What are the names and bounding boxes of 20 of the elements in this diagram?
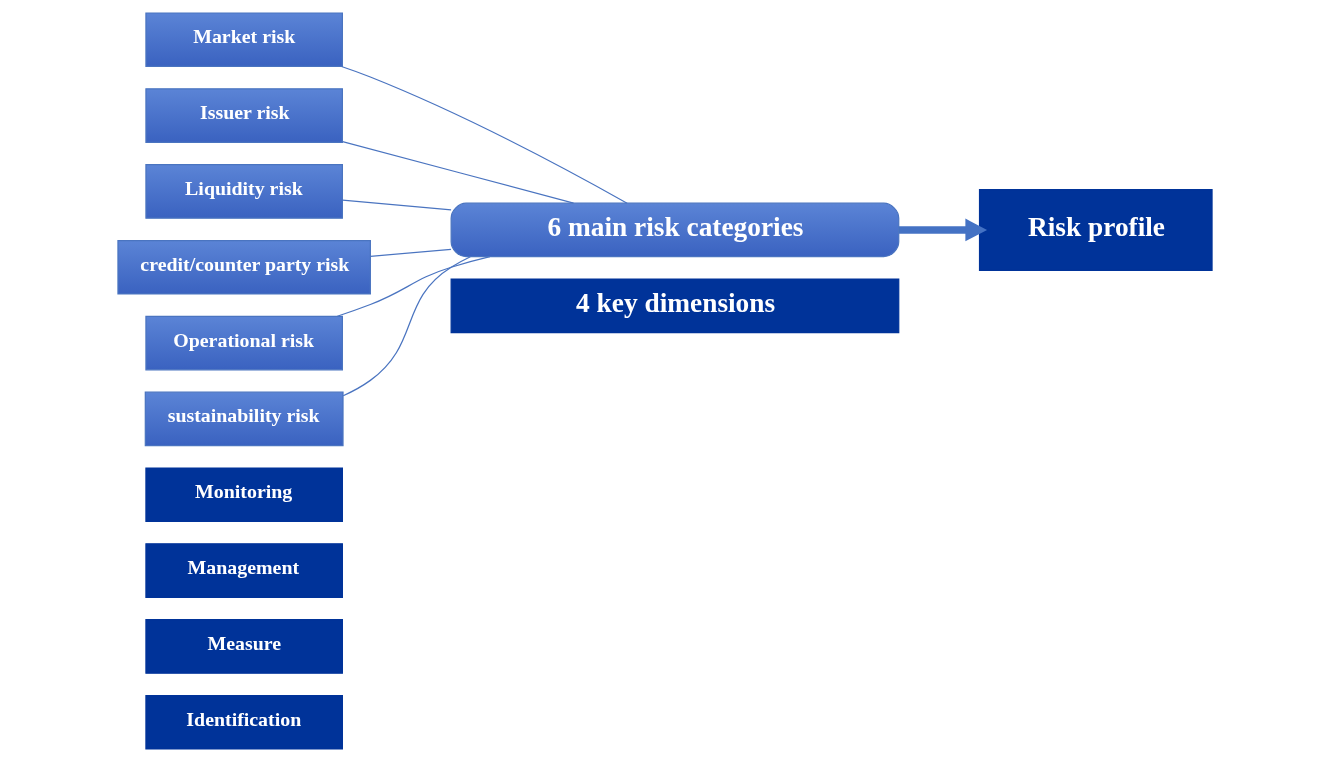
connector	[340, 65, 628, 204]
node-box: Issuer risk	[144, 88, 343, 143]
connector	[336, 256, 491, 317]
connector	[342, 256, 471, 397]
node-box: Identification	[144, 694, 343, 750]
node-box: Market risk	[144, 12, 343, 68]
node-box: Operational risk	[144, 315, 343, 371]
node-box: Management	[144, 543, 343, 598]
node-box: Risk profile	[978, 188, 1213, 271]
node-box: credit/counter party risk	[116, 239, 371, 295]
arrow	[898, 218, 987, 242]
node-box: 4 key dimensions	[450, 278, 899, 334]
node-box: Measure	[144, 619, 343, 674]
connector	[341, 199, 452, 211]
node-box: 6 main risk categories	[450, 202, 899, 258]
connector	[341, 140, 574, 204]
node-box: sustainability risk	[144, 391, 344, 447]
node-box: Monitoring	[144, 467, 343, 523]
connector	[369, 248, 452, 257]
node-box: Liquidity risk	[144, 164, 343, 219]
